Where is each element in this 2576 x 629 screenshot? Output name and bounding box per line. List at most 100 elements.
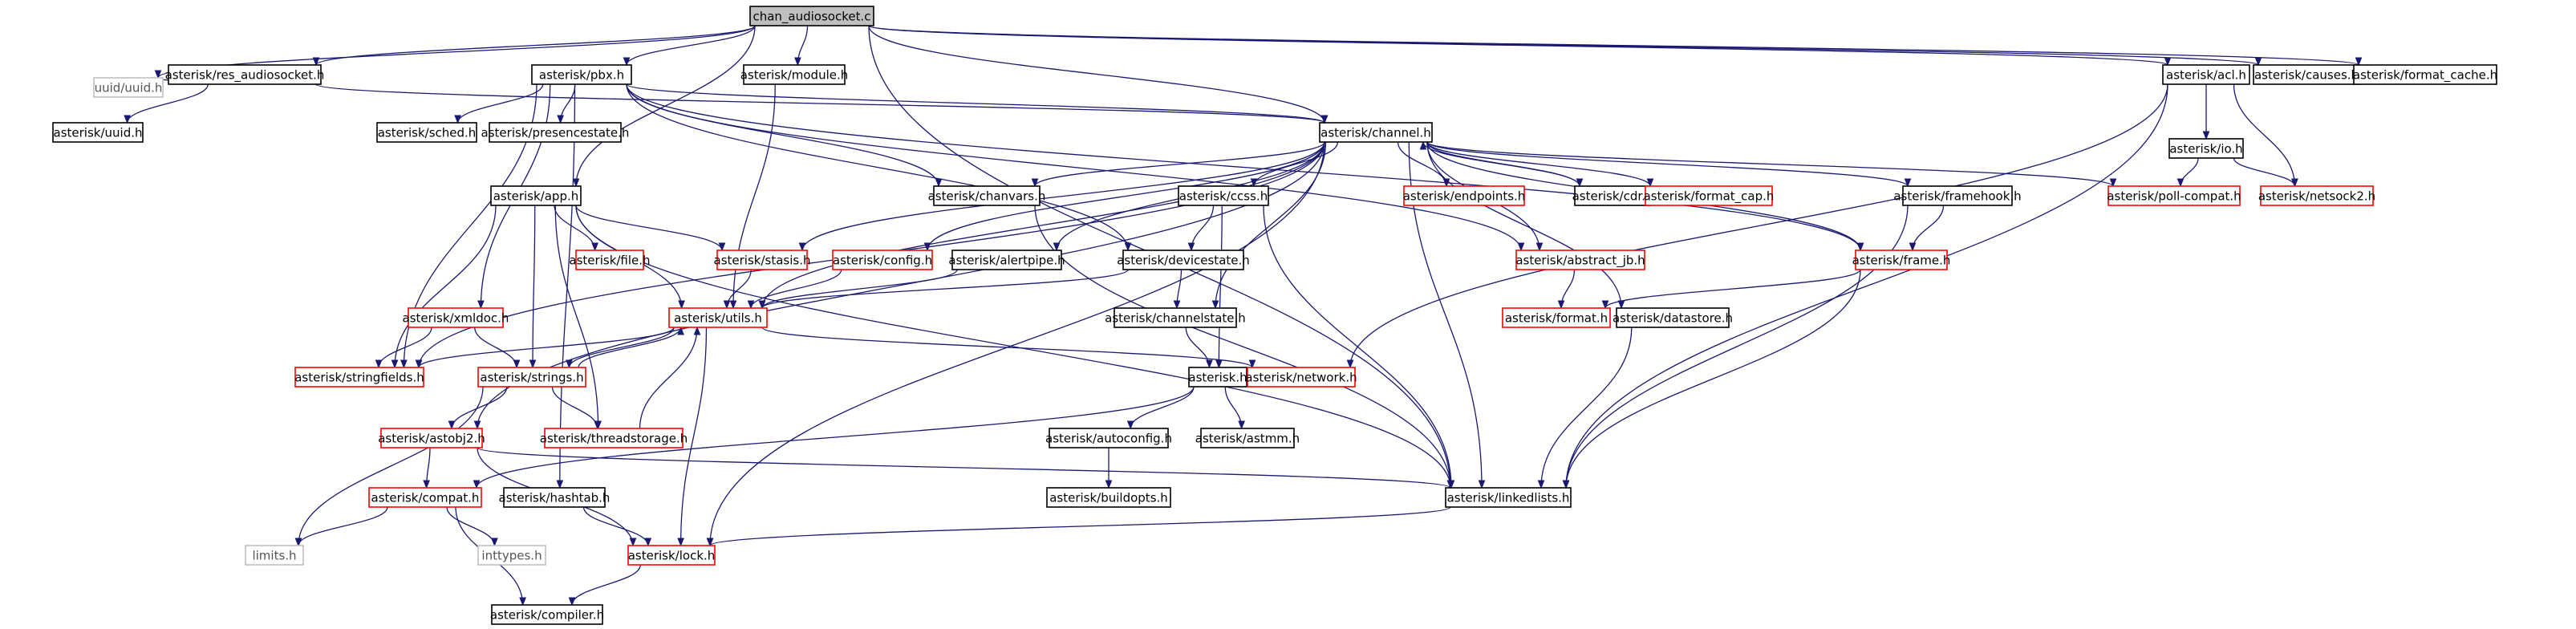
- edge-app-to-stringfields: [391, 205, 497, 369]
- node-inttypes-h: inttypes.h: [477, 545, 546, 566]
- node-label: asterisk/stringfields.h: [294, 371, 424, 385]
- edge-line: [559, 83, 576, 489]
- edge-res_audiosocket-to-ast_uuid: [124, 83, 209, 124]
- node-asterisk-presencestate-h[interactable]: asterisk/presencestate.h: [481, 122, 630, 143]
- node-asterisk-sched-h[interactable]: asterisk/sched.h: [376, 122, 477, 143]
- node-asterisk-h[interactable]: asterisk.h: [1188, 367, 1247, 388]
- edge-channel-to-framehook: [1426, 141, 1912, 188]
- edge-arrowhead: [529, 359, 537, 369]
- node-box: [491, 604, 603, 625]
- edge-line: [298, 506, 388, 546]
- node-label: asterisk/config.h: [833, 254, 932, 268]
- node-asterisk-buildopts-h[interactable]: asterisk/buildopts.h: [1046, 487, 1171, 508]
- node-asterisk-netsock2-h[interactable]: asterisk/netsock2.h: [2258, 185, 2375, 206]
- node-box: [575, 250, 644, 270]
- node-asterisk-autoconfig-h[interactable]: asterisk/autoconfig.h: [1045, 428, 1172, 448]
- node-asterisk-format-cache-h[interactable]: asterisk/format_cache.h: [2353, 64, 2497, 85]
- edge-arrowhead: [572, 178, 580, 188]
- edge-line: [394, 205, 497, 368]
- node-box: [489, 122, 622, 143]
- node-asterisk-utils-h[interactable]: asterisk/utils.h: [668, 307, 768, 328]
- node-asterisk-lock-h[interactable]: asterisk/lock.h: [627, 545, 716, 566]
- edge-arrowhead: [591, 242, 598, 252]
- node-asterisk-stringfields-h[interactable]: asterisk/stringfields.h: [294, 367, 424, 388]
- node-asterisk-channelstate-h[interactable]: asterisk/channelstate.h: [1105, 307, 1246, 328]
- edge-line: [761, 269, 958, 309]
- node-asterisk-endpoints-h[interactable]: asterisk/endpoints.h: [1403, 185, 1526, 206]
- node-asterisk-poll-compat-h[interactable]: asterisk/poll-compat.h: [2107, 185, 2241, 206]
- node-asterisk-datastore-h[interactable]: asterisk/datastore.h: [1613, 307, 1733, 328]
- node-asterisk-compat-h[interactable]: asterisk/compat.h: [368, 487, 482, 508]
- node-asterisk-xmldoc-h[interactable]: asterisk/xmldoc.h: [403, 307, 509, 328]
- node-label: asterisk/format.h: [1505, 311, 1608, 326]
- node-label: asterisk/linkedlists.h: [1447, 491, 1570, 505]
- node-asterisk-hashtab-h[interactable]: asterisk/hashtab.h: [499, 487, 611, 508]
- node-asterisk-app-h[interactable]: asterisk/app.h: [490, 185, 582, 206]
- edge-line: [2233, 157, 2296, 187]
- node-asterisk-threadstorage-h[interactable]: asterisk/threadstorage.h: [540, 428, 688, 448]
- edge-utils-to-network: [761, 327, 1256, 369]
- edge-arrowhead: [1346, 359, 1354, 369]
- node-asterisk-strings-h[interactable]: asterisk/strings.h: [477, 367, 586, 388]
- node-asterisk-frame-h[interactable]: asterisk/frame.h: [1852, 250, 1951, 270]
- node-asterisk-format-h[interactable]: asterisk/format.h: [1502, 307, 1611, 328]
- node-label: asterisk/io.h: [2169, 142, 2242, 156]
- node-asterisk-uuid-h[interactable]: asterisk/uuid.h: [52, 122, 144, 143]
- edge-arrowhead: [513, 359, 521, 369]
- node-asterisk-module-h[interactable]: asterisk/module.h: [740, 64, 849, 85]
- node-asterisk-io-h[interactable]: asterisk/io.h: [2168, 138, 2244, 159]
- edge-strings-to-utils: [578, 326, 684, 368]
- edge-line: [477, 447, 1451, 489]
- node-asterisk-compiler-h[interactable]: asterisk/compiler.h: [490, 604, 604, 625]
- node-asterisk-format-cap-h[interactable]: asterisk/format_cap.h: [1644, 185, 1775, 206]
- node-uuid-uuid-h: uuid/uuid.h: [93, 77, 164, 98]
- node-asterisk-cdr-h[interactable]: asterisk/cdr.h: [1572, 185, 1653, 206]
- node-asterisk-astobj2-h[interactable]: asterisk/astobj2.h: [378, 428, 485, 448]
- edge-ccss-to-devicestate: [1187, 205, 1215, 252]
- node-label: asterisk/cdr.h: [1572, 189, 1653, 204]
- node-asterisk-astmm-h[interactable]: asterisk/astmm.h: [1195, 428, 1300, 448]
- node-asterisk-alertpipe-h[interactable]: asterisk/alertpipe.h: [948, 250, 1065, 270]
- edge-line: [1565, 205, 1909, 489]
- edge-line: [1426, 141, 1909, 187]
- edge-line: [1422, 141, 1580, 187]
- node-asterisk-abstract-jb-h[interactable]: asterisk/abstract_jb.h: [1515, 250, 1645, 270]
- node-box: [1122, 250, 1244, 270]
- node-asterisk-stasis-h[interactable]: asterisk/stasis.h: [714, 250, 811, 270]
- node-asterisk-linkedlists-h[interactable]: asterisk/linkedlists.h: [1445, 487, 1572, 508]
- edge-line: [732, 83, 776, 309]
- edge-arrowhead: [1031, 178, 1039, 188]
- edge-arrowhead: [473, 420, 481, 430]
- node-asterisk-res-audiosocket-h[interactable]: asterisk/res_audiosocket.h: [165, 64, 325, 85]
- edge-arrowhead: [706, 538, 714, 547]
- edge-line: [679, 327, 708, 546]
- node-label: asterisk/uuid.h: [54, 126, 143, 140]
- node-box: [951, 250, 1062, 270]
- node-asterisk-causes-h[interactable]: asterisk/causes.h: [2253, 64, 2360, 85]
- node-asterisk-devicestate-h[interactable]: asterisk/devicestate.h: [1117, 250, 1250, 270]
- node-asterisk-chanvars-h[interactable]: asterisk/chanvars.h: [928, 185, 1046, 206]
- edge-arrowhead: [415, 359, 423, 369]
- node-asterisk-file-h[interactable]: asterisk/file.h: [569, 250, 651, 270]
- node-box: [376, 122, 477, 143]
- node-label: asterisk/alertpipe.h: [948, 254, 1065, 268]
- edge-arrowhead: [677, 538, 684, 547]
- node-box: [477, 545, 546, 566]
- node-asterisk-framehook-h[interactable]: asterisk/framehook.h: [1893, 185, 2022, 206]
- edge-arrowhead: [693, 326, 701, 335]
- node-asterisk-ccss-h[interactable]: asterisk/ccss.h: [1178, 185, 1269, 206]
- node-box: [1319, 122, 1433, 143]
- node-box: [477, 367, 586, 388]
- edge-devicestate-to-channelstate: [1173, 269, 1183, 310]
- edge-utils-to-strings: [566, 327, 675, 369]
- edge-app-to-linkedlists: [575, 205, 1454, 489]
- edge-arrowhead: [454, 115, 461, 124]
- node-asterisk-channel-h[interactable]: asterisk/channel.h: [1319, 122, 1433, 143]
- node-box: [1403, 185, 1525, 206]
- node-asterisk-pbx-h[interactable]: asterisk/pbx.h: [531, 64, 632, 85]
- node-asterisk-network-h[interactable]: asterisk/network.h: [1245, 367, 1357, 388]
- node-asterisk-acl-h[interactable]: asterisk/acl.h: [2162, 64, 2250, 85]
- node-asterisk-config-h[interactable]: asterisk/config.h: [832, 250, 933, 270]
- edge-line: [1034, 141, 1325, 187]
